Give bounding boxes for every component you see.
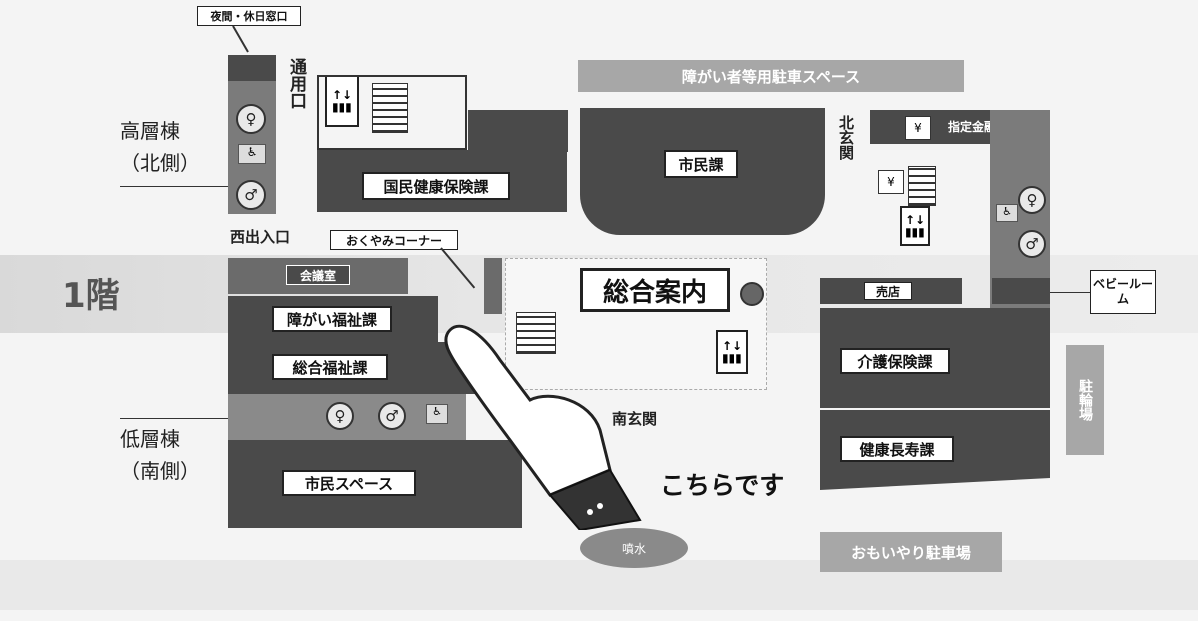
night-window-label: 夜間・休日窓口 (197, 6, 301, 26)
elevator-icon: ↑↓▮▮▮ (325, 75, 359, 127)
baby-room-block (992, 278, 1050, 304)
stairs-icon (372, 83, 408, 133)
accessible-icon: ♿ (426, 404, 448, 424)
fountain: 噴水 (580, 528, 688, 568)
stairs-icon (908, 166, 936, 206)
restroom-icon: ♂ (236, 180, 266, 210)
condolence-label: おくやみコーナー (330, 230, 458, 250)
south-wing-label: 低層棟（南側） (120, 427, 200, 483)
south-entrance-label: 南玄関 (612, 410, 658, 428)
restroom-icon: ♀ (236, 104, 266, 134)
shop-label: 売店 (864, 282, 912, 300)
pointing-hand-icon (444, 324, 642, 530)
info-desk-label: 総合案内 (580, 268, 730, 312)
north-elev-block (317, 75, 467, 150)
baby-room-leader (1050, 292, 1090, 293)
pointer-text: こちらです (660, 471, 785, 500)
elevator-icon: ↑↓▮▮▮ (900, 206, 930, 246)
baby-room-label: ベビールーム (1090, 270, 1156, 314)
restroom-icon: ♀ (1018, 186, 1046, 214)
kokumin-label: 国民健康保険課 (362, 172, 510, 200)
care-insurance-label: 介護保険課 (840, 348, 950, 374)
info-desk-marker (740, 282, 764, 306)
north-wing-label: 高層棟（北側） (120, 119, 200, 175)
elevator-icon: ↑↓▮▮▮ (716, 330, 748, 374)
general-welfare-label: 総合福祉課 (272, 354, 388, 380)
north-wing-line (120, 186, 228, 187)
restroom-icon: ♂ (1018, 230, 1046, 258)
atm-icon: ¥ (878, 170, 904, 194)
restroom-icon: ♀ (326, 402, 354, 430)
night-window-leader (232, 25, 249, 53)
floor-label: 1階 (62, 276, 120, 316)
restroom-icon: ♂ (378, 402, 406, 430)
accessible-icon: ♿ (238, 144, 266, 164)
kokumin-block-upper (468, 110, 568, 152)
south-wing-line (120, 418, 228, 419)
atm-icon: ¥ (905, 116, 931, 140)
accessible-icon: ♿ (996, 204, 1018, 222)
west-entrance-label: 西出入口 (230, 228, 291, 246)
health-longevity-label: 健康長寿課 (840, 436, 954, 462)
condolence-booth (484, 258, 502, 314)
side-entrance-label: 通用口 (286, 58, 306, 109)
stairs-icon (516, 312, 556, 354)
floor-band-lower (0, 560, 1198, 610)
accessible-parking: 障がい者等用駐車スペース (578, 60, 964, 92)
north-entrance-label: 北玄関 (837, 115, 855, 160)
citizen-space-label: 市民スペース (282, 470, 416, 496)
side-parking: 駐輪場 (1066, 345, 1104, 455)
omoiyari-parking: おもいやり駐車場 (820, 532, 1002, 572)
shimin-label: 市民課 (664, 150, 738, 178)
meeting-room-label: 会議室 (286, 265, 350, 285)
nw-tower-top (228, 55, 276, 81)
disability-label: 障がい福祉課 (272, 306, 392, 332)
